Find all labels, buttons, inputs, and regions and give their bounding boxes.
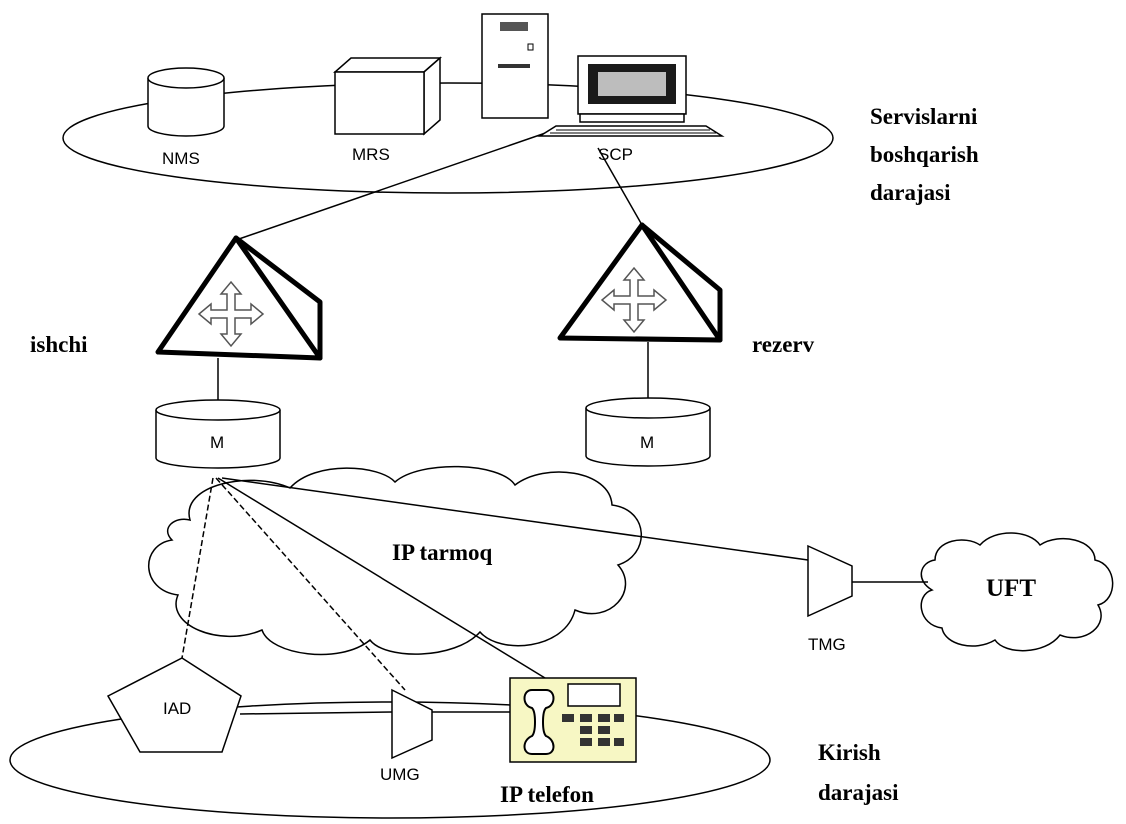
desktop-monitor-icon (577, 55, 687, 123)
link-m-iad (181, 477, 214, 659)
scp-label: SCP (598, 145, 633, 164)
reserve-label: rezerv (752, 332, 815, 357)
m-left-cylinder-icon (155, 399, 281, 469)
link-m-phone (217, 477, 546, 679)
access-level-label-line1: Kirish (818, 740, 881, 765)
uft-label: UFT (986, 575, 1036, 602)
service-level-ellipse (62, 82, 834, 194)
link-m-tmg (221, 477, 809, 561)
ip-network-cloud (148, 465, 642, 656)
nms-server-icon (147, 67, 225, 137)
m-left-label: M (210, 433, 224, 452)
mrs-server-icon (333, 56, 442, 136)
m-right-label: M (640, 433, 654, 452)
ip-phone-icon (509, 677, 637, 763)
ip-phone-label: IP telefon (500, 782, 594, 807)
iad-label: IAD (163, 699, 191, 718)
m-right-cylinder-icon (585, 397, 711, 467)
keyboard-icon (537, 125, 725, 137)
ip-network-label: IP tarmoq (392, 540, 493, 565)
reserve-softswitch-icon (557, 222, 723, 343)
access-level-ellipse (9, 701, 771, 819)
service-level-label-line3: darajasi (870, 180, 951, 205)
working-label: ishchi (30, 332, 88, 357)
tower-computer-icon (481, 13, 549, 119)
link-iad-umg (239, 711, 393, 715)
uft-cloud (920, 532, 1114, 652)
iad-pentagon-icon (106, 657, 242, 753)
access-level-label-line2: darajasi (818, 780, 899, 805)
service-level-label-line1: Servislarni (870, 104, 978, 129)
working-softswitch-icon (155, 235, 323, 361)
link-scp-reserve (597, 147, 643, 226)
link-scp-working (235, 127, 561, 241)
mrs-label: MRS (352, 145, 390, 164)
nms-label: NMS (162, 149, 200, 168)
umg-gateway-icon (391, 688, 433, 760)
service-level-label-line2: boshqarish (870, 142, 979, 167)
tmg-gateway-icon (807, 544, 853, 618)
umg-label: UMG (380, 765, 420, 784)
link-m-umg (215, 477, 406, 691)
tmg-label: TMG (808, 635, 846, 654)
